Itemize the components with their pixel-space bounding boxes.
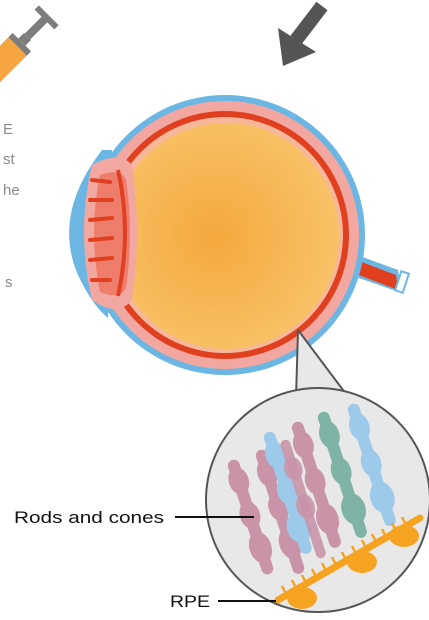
- cropped-text-fragment-3: he: [3, 183, 20, 198]
- cropped-text-fragment-2: st: [3, 152, 15, 167]
- rods-and-cones-label: Rods and cones: [14, 508, 164, 527]
- direction-arrow-icon: [278, 6, 322, 66]
- inset-magnified-view: [206, 388, 429, 612]
- cropped-text-fragment-4: s: [5, 275, 13, 290]
- lens: [84, 158, 137, 310]
- vitreous: [113, 123, 339, 349]
- cropped-text-fragment-1: E: [3, 122, 13, 137]
- rpe-label: RPE: [170, 592, 210, 611]
